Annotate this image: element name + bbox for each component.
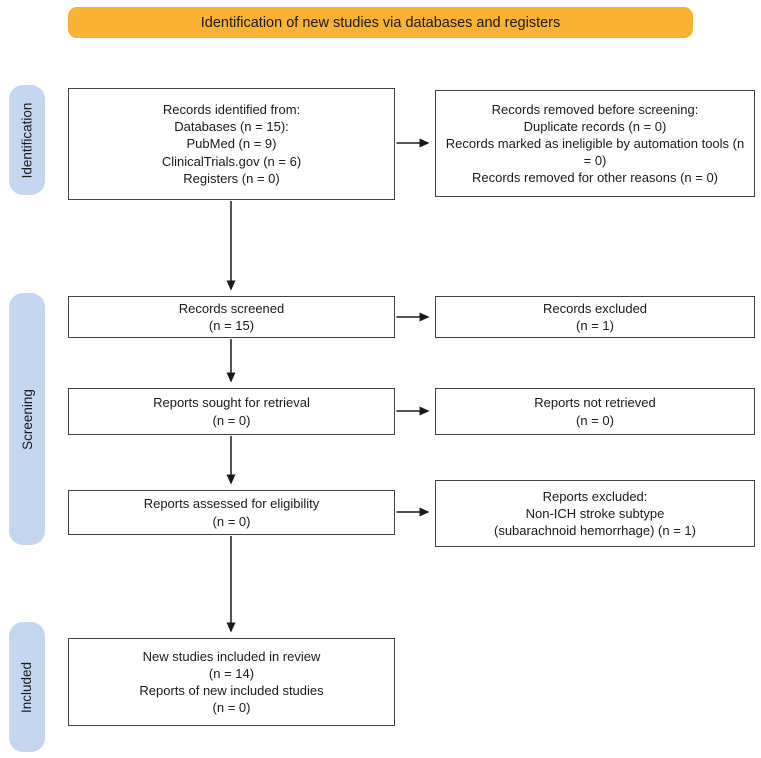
box-line: Duplicate records (n = 0) — [523, 118, 667, 134]
box-line: ClinicalTrials.gov (n = 6) — [161, 153, 302, 169]
stage-label-included-text: Included — [19, 661, 35, 713]
banner-title-label: Identification of new studies via databa… — [200, 14, 561, 31]
box-line: Records removed before screening: — [491, 101, 699, 117]
box-line: New studies included in review — [142, 648, 321, 664]
box-records-excluded: Records excluded (n = 1) — [435, 296, 755, 338]
box-line: Reports not retrieved — [534, 395, 656, 411]
box-line: (n = 14) — [208, 665, 255, 681]
box-line: Reports assessed for eligibility — [143, 496, 320, 512]
box-line: (n = 15) — [208, 318, 255, 333]
box-line: Reports sought for retrieval — [153, 395, 310, 411]
box-line: (n = 0) — [212, 513, 251, 529]
stage-label-included: Included — [9, 622, 45, 752]
box-new-studies-included: New studies included in review (n = 14) … — [68, 638, 395, 726]
box-reports-sought: Reports sought for retrieval (n = 0) — [68, 388, 395, 435]
banner-title: Identification of new studies via databa… — [68, 7, 693, 38]
stage-label-screening-text: Screening — [19, 388, 35, 450]
box-records-screened: Records screened (n = 15) — [68, 296, 395, 338]
box-line: Reports excluded: — [542, 488, 648, 504]
box-line: (n = 1) — [576, 318, 614, 333]
box-line: Registers (n = 0) — [183, 170, 280, 186]
box-line: Non-ICH stroke subtype — [525, 505, 665, 521]
box-records-removed: Records removed before screening: Duplic… — [435, 90, 755, 197]
box-line: Records removed for other reasons (n = 0… — [471, 170, 719, 186]
box-line: (n = 0) — [212, 700, 251, 716]
box-line: Records excluded — [542, 300, 648, 316]
stage-label-identification-text: Identification — [19, 102, 35, 178]
stage-label-identification: Identification — [9, 85, 45, 195]
box-line: Records marked as ineligible by automati… — [445, 135, 745, 169]
box-reports-assessed: Reports assessed for eligibility (n = 0) — [68, 490, 395, 535]
box-reports-excluded: Reports excluded: Non-ICH stroke subtype… — [435, 480, 755, 547]
box-line: (subarachnoid hemorrhage) (n = 1) — [494, 523, 696, 539]
box-line: Records screened — [178, 300, 285, 316]
box-line: PubMed (n = 9) — [186, 136, 277, 152]
box-line: (n = 0) — [212, 412, 251, 428]
stage-label-screening: Screening — [9, 293, 45, 545]
box-reports-not-retrieved: Reports not retrieved (n = 0) — [435, 388, 755, 435]
box-line: Databases (n = 15): — [174, 119, 289, 135]
box-records-identified: Records identified from: Databases (n = … — [68, 88, 395, 200]
box-line: Records identified from: — [162, 102, 301, 118]
box-line: (n = 0) — [576, 412, 614, 428]
box-line: Reports of new included studies — [139, 683, 324, 698]
